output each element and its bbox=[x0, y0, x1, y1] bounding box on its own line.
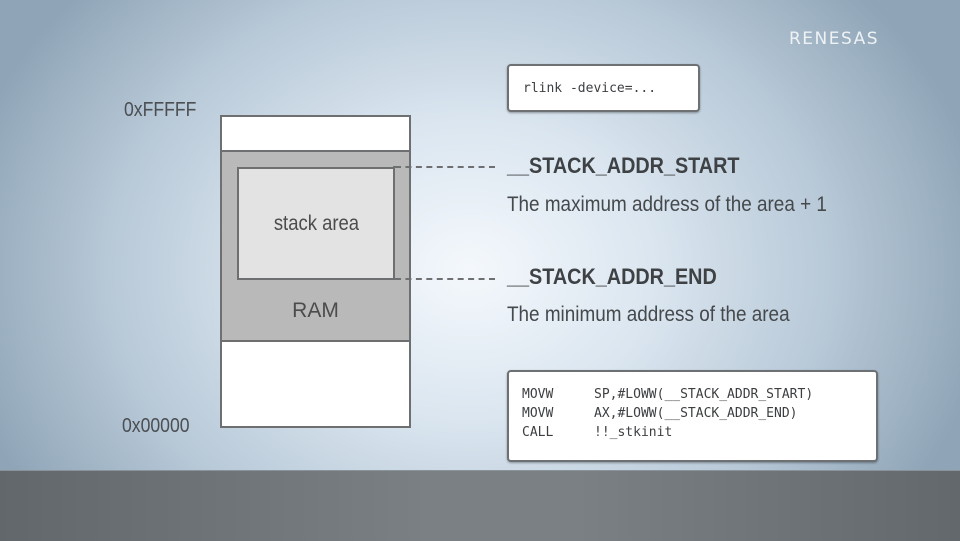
code-opcode: MOVW bbox=[522, 387, 554, 402]
start-dashed-line bbox=[395, 166, 495, 168]
linker-command-box: rlink -device=... bbox=[507, 64, 700, 112]
stack-area: stack area bbox=[237, 167, 395, 280]
bottom-address-label: 0x00000 bbox=[122, 415, 190, 437]
code-line: CALL !!_stkinit bbox=[522, 423, 876, 442]
code-operand: !!_stkinit bbox=[594, 425, 673, 440]
startup-code-box: MOVW SP,#LOWW(__STACK_ADDR_START) MOVW AX,… bbox=[507, 370, 878, 462]
end-dashed-line bbox=[395, 278, 495, 280]
code-opcode: CALL bbox=[522, 425, 554, 440]
renesas-logo: RENESAS bbox=[789, 29, 880, 49]
stack-bracket bbox=[393, 166, 395, 279]
code-line: MOVW SP,#LOWW(__STACK_ADDR_START) bbox=[522, 385, 876, 404]
memory-map: stack area RAM bbox=[220, 115, 411, 428]
stack-area-label: stack area bbox=[273, 211, 359, 235]
symbol-stack-addr-start: __STACK_ADDR_START bbox=[507, 153, 740, 178]
code-operand: SP,#LOWW(__STACK_ADDR_START) bbox=[594, 387, 814, 402]
ram-region: stack area RAM bbox=[222, 150, 409, 342]
linker-command-text: rlink -device=... bbox=[523, 81, 657, 96]
symbol-stack-addr-end: __STACK_ADDR_END bbox=[507, 264, 717, 289]
code-line: MOVW AX,#LOWW(__STACK_ADDR_END) bbox=[522, 404, 876, 423]
top-address-label: 0xFFFFF bbox=[124, 99, 197, 121]
symbol-stack-addr-start-description: The maximum address of the area + 1 bbox=[507, 193, 827, 216]
floor-band bbox=[0, 470, 960, 541]
code-opcode: MOVW bbox=[522, 406, 554, 421]
symbol-stack-addr-end-description: The minimum address of the area bbox=[507, 303, 790, 326]
code-operand: AX,#LOWW(__STACK_ADDR_END) bbox=[594, 406, 798, 421]
ram-label: RAM bbox=[292, 299, 339, 322]
